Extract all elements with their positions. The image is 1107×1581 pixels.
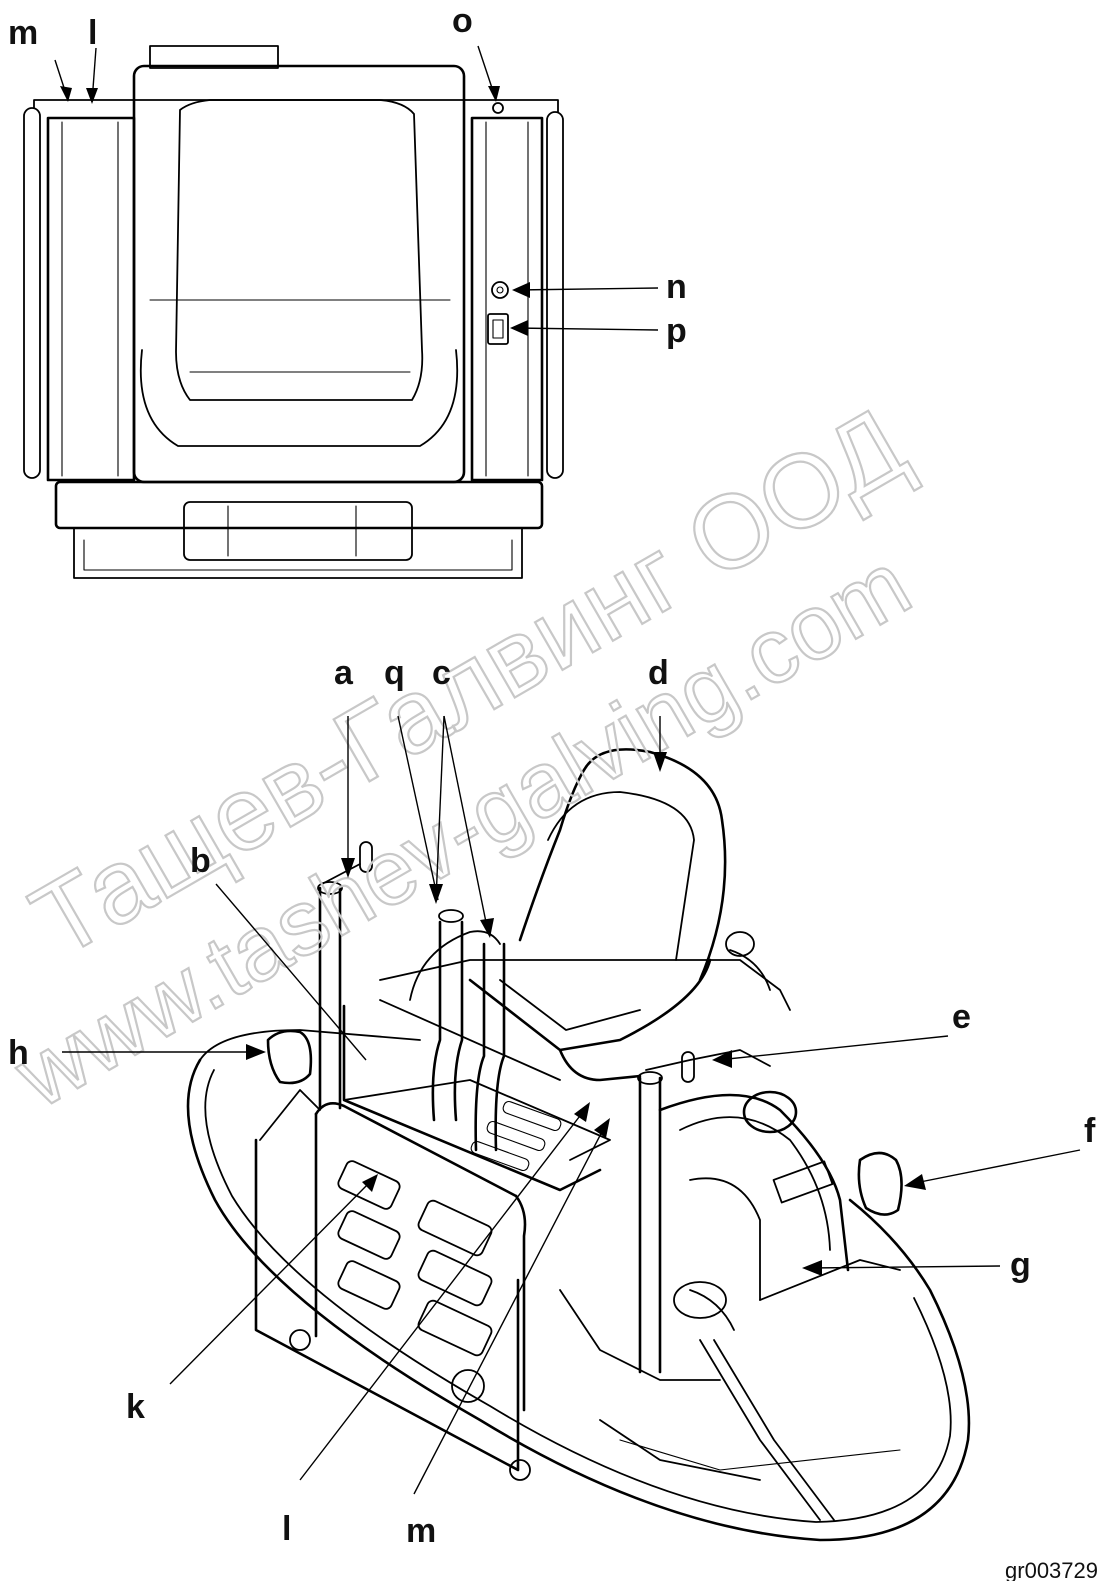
label-top-p: p — [666, 312, 687, 350]
label-top-o: o — [452, 2, 473, 40]
watermark: Тащев-Галвинг ООД www.tashev-galving.com — [0, 386, 928, 1129]
label-bottom-l: l — [282, 1510, 291, 1548]
label-c: c — [432, 654, 451, 692]
callout-leaders — [54, 45, 1081, 1495]
label-top-n: n — [666, 268, 687, 306]
label-d: d — [648, 654, 669, 692]
callout-labels: m l o n p a q c d b e h f g k l m gr0037… — [8, 2, 1098, 1581]
label-h: h — [8, 1034, 29, 1072]
label-k: k — [126, 1388, 145, 1426]
label-f: f — [1084, 1112, 1096, 1150]
perspective-view — [186, 748, 971, 1542]
label-b: b — [190, 842, 211, 880]
label-g: g — [1010, 1246, 1031, 1284]
label-top-m: m — [8, 14, 38, 52]
top-view — [23, 45, 564, 579]
label-e: e — [952, 998, 971, 1036]
label-a: a — [334, 654, 354, 692]
label-top-l: l — [88, 14, 97, 52]
label-q: q — [384, 654, 405, 692]
label-bottom-m: m — [406, 1512, 436, 1550]
reference-code: gr003729 — [1005, 1558, 1098, 1581]
